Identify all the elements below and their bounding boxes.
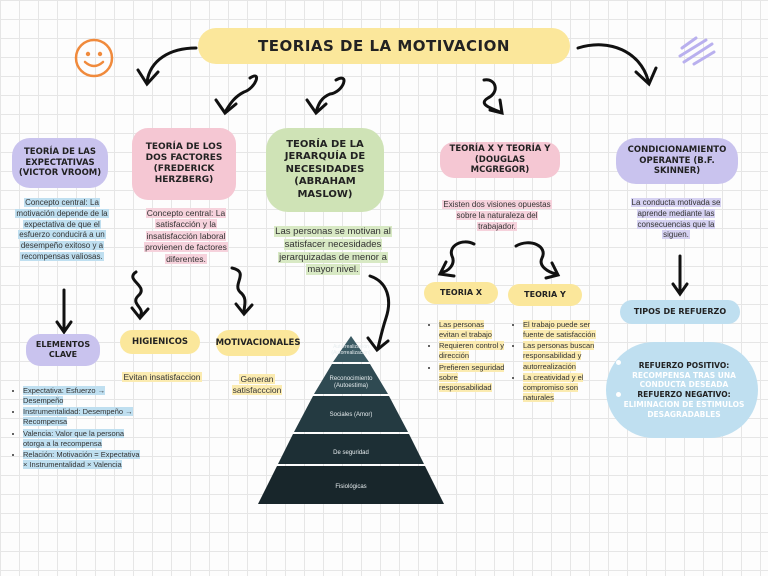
theory-y-list: El trabajo puede ser fuente de satisfacc… — [514, 320, 606, 404]
vroom-heading: TEORÍA DE LAS EXPECTATIVAS (VICTOR VROOM… — [12, 138, 108, 188]
hygienic-text: Evitan insatisfaccion — [122, 372, 202, 382]
pyramid-level-5 — [258, 466, 444, 504]
pyramid-label: Autorrealización (Autorrealización) — [331, 344, 371, 356]
list-item: Prefieren seguridad sobre responsabilida… — [439, 362, 506, 393]
key-elements-label: ELEMENTOS CLAVE — [26, 334, 100, 366]
page-title: TEORIAS DE LA MOTIVACION — [198, 28, 570, 64]
bullet-dot — [616, 392, 621, 397]
arrow-to-motivational — [230, 266, 247, 314]
mcgregor-heading: TEORÍA X Y TEORÍA Y (DOUGLAS MCGREGOR) — [440, 142, 560, 178]
key-elements-list: Expectativa: Esfuerzo → Desempeño Instru… — [14, 386, 142, 471]
reinforcement-types-label: TIPOS DE REFUERZO — [620, 300, 740, 324]
pyramid-level-1 — [333, 336, 369, 362]
maslow-description: Las personas se motivan al satisfacer ne… — [274, 226, 392, 276]
theory-x-label: TEORIA X — [424, 282, 498, 304]
pyramid-level-3 — [294, 396, 408, 432]
pyramid-label: De seguridad — [333, 450, 369, 456]
list-item: Expectativa: Esfuerzo → Desempeño — [23, 386, 142, 406]
mcgregor-description: Existen dos visiones opuestas sobre la n… — [442, 200, 552, 231]
maslow-pyramid: Autorrealización (Autorrealización) Reco… — [258, 336, 444, 504]
pyramid-level-4 — [278, 434, 424, 464]
pyramid-label: Fisiológicas — [335, 484, 367, 490]
arrow-to-herzberg — [223, 74, 259, 114]
arrow-to-mcgregor — [482, 78, 502, 114]
maslow-heading: TEORÍA DE LA JERARQUÍA DE NECESIDADES (A… — [266, 128, 384, 212]
pyramid-label: Reconocimiento (Autoestima) — [329, 376, 373, 390]
smiley-face-icon — [74, 38, 114, 78]
list-item: Requieren control y dirección — [439, 341, 506, 361]
list-item: El trabajo puede ser fuente de satisfacc… — [523, 320, 606, 340]
list-item: Instrumentalidad: Desempeño → Recompensa — [23, 407, 142, 427]
herzberg-heading: TEORÍA DE LOS DOS FACTORES (FREDERICK HE… — [132, 128, 236, 200]
reinforcement-box: REFUERZO POSITIVO: RECOMPENSA TRAS UNA C… — [606, 342, 758, 438]
arrow-to-hygienic — [131, 270, 143, 318]
theory-x-list: Las personas evitan el trabajo Requieren… — [430, 320, 506, 394]
arrow-to-vroom — [145, 46, 198, 84]
arrow-to-skinner — [576, 43, 650, 82]
negative-reinforcement-label: REFUERZO NEGATIVO: — [637, 390, 731, 399]
motivational-text: Generan satisfacccion — [231, 374, 283, 396]
pyramid-level-2 — [314, 364, 388, 394]
arrow-to-pyramid — [368, 274, 391, 350]
skinner-description: La conducta motivada se aprende mediante… — [630, 198, 722, 240]
list-item: La creatividad y el compromiso son natur… — [523, 372, 606, 403]
pyramid-label: Sociales (Amor) — [329, 412, 373, 418]
positive-reinforcement-label: REFUERZO POSITIVO: — [638, 360, 730, 370]
list-item: Valencia: Valor que la persona otorga a … — [23, 428, 142, 449]
hygienic-label: HIGIENICOS — [120, 330, 200, 354]
negative-reinforcement-text: ELIMINACION DE ESTIMULOS DESAGRADABLES — [623, 399, 745, 419]
vroom-description: Concepto central: La motivación depende … — [15, 198, 109, 261]
scribble-icon — [678, 36, 716, 66]
list-item: Las personas buscan responsabilidad y au… — [523, 341, 606, 371]
skinner-heading: CONDICIONAMIENTO OPERANTE (B.F. SKINNER) — [616, 138, 738, 184]
positive-reinforcement-text: RECOMPENSA TRAS UNA CONDUCTA DESEADA — [632, 370, 736, 390]
list-item: Las personas evitan el trabajo — [439, 320, 506, 340]
list-item: Relación: Motivación = Expectativa × Ins… — [23, 449, 142, 470]
herzberg-description: Concepto central: La satisfacción y la i… — [144, 208, 228, 264]
bullet-dot — [616, 360, 621, 365]
arrow-to-theory-x — [440, 240, 476, 274]
arrow-to-maslow — [314, 76, 346, 114]
arrow-to-theory-y — [514, 241, 558, 276]
theory-y-label: TEORIA Y — [508, 284, 582, 306]
motivational-label: MOTIVACIONALES — [216, 330, 300, 356]
